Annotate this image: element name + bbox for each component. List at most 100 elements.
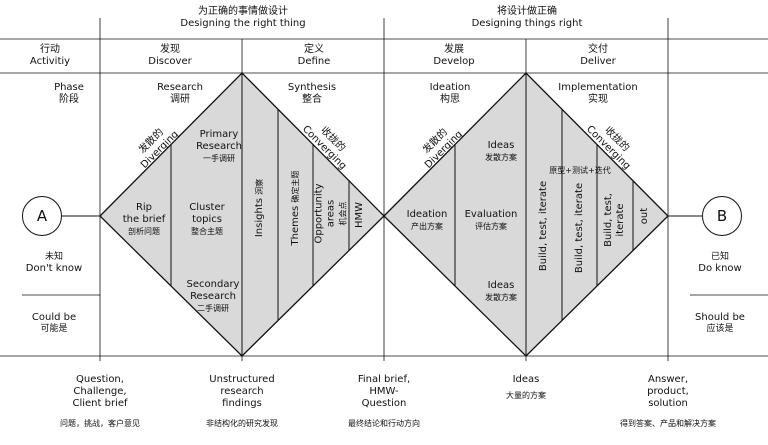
d2-evaluation-cn: 评估方案 [475,222,507,231]
stage-implementation: Implementation 实现 [548,82,648,106]
bottom-final-l2: HMW- [369,386,399,397]
d1-rip-cn: 剖析问题 [128,227,160,236]
circle-a-label: A [36,207,48,225]
column-activity-cn: 行动 [40,44,60,55]
bottom-final-l3: Question [361,398,407,409]
d1-rip-the-brief: Rip the brief 剖析问题 [116,202,172,237]
left-could-be-en: Could be [31,312,77,323]
d2-evaluation-en: Evaluation [464,209,518,220]
stage-research-cn: 调研 [170,94,190,105]
d1-insights-cn: 洞察 [255,178,264,195]
d2-ideas-top-en: Ideas [487,140,515,151]
bottom-question-l1: Question, [76,374,124,385]
d1-rip-en1: Rip [135,202,153,213]
left-could-be: Could be 可能是 [14,312,94,335]
column-discover: 发现 Discover [110,44,230,68]
d1-primary-research: Primary Research 一手调研 [184,129,254,164]
right-known-cn: 已知 [710,252,729,262]
d2-evaluation: Evaluation 评估方案 [456,209,526,232]
header-right-en: Designing things right [471,18,583,29]
bottom-question-l3: Client brief [72,398,128,409]
d1-rip-en2: the brief [122,214,166,225]
d2-ideation: Ideation 产出方案 [398,209,456,232]
bottom-answer-l3: solution [648,398,688,409]
d2-build-3: Build, test, iterate [603,182,627,258]
column-discover-en: Discover [148,56,192,67]
bottom-unstructured-l3: findings [222,398,262,409]
stage-implementation-cn: 实现 [588,94,608,105]
d1-opportunity-en2: areas [325,199,337,228]
right-should-be-cn: 应该是 [706,324,734,334]
d2-build-2: Build, test, iterate [574,172,586,284]
column-deliver-en: Deliver [580,56,616,67]
d2-ideas-bottom-cn: 发散方案 [485,293,517,302]
d1-insights-en: Insights [254,198,265,238]
d2-ideas-bottom: Ideas 发散方案 [466,280,536,303]
stage-research: Research 调研 [140,82,220,106]
header-left: 为正确的事情做设计 Designing the right thing [160,6,326,30]
bottom-ideas-l1: Ideas [512,374,540,385]
d2-ideation-cn: 产出方案 [411,222,443,231]
right-known: 已知 Do know [680,252,760,275]
stage-synthesis-en: Synthesis [287,82,337,93]
d2-build-1-en: Build, test, iterate [538,180,549,272]
header-right: 将设计做正确 Designing things right [444,6,610,30]
circle-b-label: B [716,207,728,225]
bottom-unstructured-cn: 非结构化的研究发现 [206,419,278,428]
bottom-final-cn: 最终结论和行动方向 [348,419,420,428]
d2-out-en: out [639,207,650,225]
bottom-answer-l2: product, [647,386,689,397]
bottom-question-cn: 问题，挑战，客户意见 [60,419,140,428]
d1-opportunity-cn: 机会点 [338,201,348,226]
right-should-be-en: Should be [695,312,745,323]
bottom-ideas-cn: 大量的方案 [506,391,546,400]
d1-insights: Insights 洞察 [254,160,266,256]
circle-a: A [22,196,62,236]
d1-hmw: HMW [354,195,366,235]
phase-label-en: Phase [54,82,84,93]
right-known-en: Do know [698,263,742,274]
stage-ideation-cn: 构思 [440,94,460,105]
column-activity: 行动 Activitiy [0,44,100,68]
d2-ideas-top: Ideas 发散方案 [466,140,536,163]
bottom-question: Question, Challenge, Client brief 问题，挑战，… [50,374,150,429]
d1-primary-cn: 一手调研 [203,154,235,163]
d1-cluster-topics: Cluster topics 整合主题 [172,202,242,237]
phase-label-cn: 阶段 [59,94,79,105]
d1-opportunity-en1: Opportunity [313,183,325,244]
column-define: 定义 Define [254,44,374,68]
d1-secondary-en2: Research [190,291,236,302]
bottom-unstructured-l2: research [220,386,264,397]
column-activity-en: Activitiy [29,56,71,67]
d2-build-2-en: Build, test, iterate [574,182,585,274]
column-deliver-cn: 交付 [588,44,608,55]
d1-cluster-cn: 整合主题 [191,227,223,236]
d2-prototype-cn: 原型+测试+迭代 [549,166,611,175]
d1-themes-cn: 确定主题 [291,170,300,203]
bottom-unstructured-l1: Unstructured [209,374,275,385]
bottom-final: Final brief, HMW- Question 最终结论和行动方向 [334,374,434,429]
stage-ideation-en: Ideation [429,82,471,93]
d1-cluster-en1: Cluster [189,202,225,213]
column-develop-cn: 发展 [444,44,464,55]
d1-secondary-en1: Secondary [186,279,240,290]
header-right-cn: 将设计做正确 [497,6,557,17]
column-discover-cn: 发现 [160,44,180,55]
stage-synthesis: Synthesis 整合 [272,82,352,106]
d2-prototype-label: 原型+测试+迭代 [538,165,622,176]
column-define-en: Define [297,56,331,67]
d2-ideas-bottom-en: Ideas [487,280,515,291]
bottom-answer-cn: 得到答案、产品和解决方案 [620,419,716,428]
bottom-unstructured: Unstructured research findings 非结构化的研究发现 [192,374,292,429]
bottom-question-l2: Challenge, [73,386,127,397]
header-left-cn: 为正确的事情做设计 [198,6,288,17]
left-unknown-cn: 未知 [44,252,63,262]
phase-label: Phase 阶段 [34,82,104,106]
left-unknown: 未知 Don't know [14,252,94,275]
stage-research-en: Research [157,82,203,93]
d1-themes: Themes 确定主题 [290,160,302,256]
d1-secondary-cn: 二手调研 [197,304,229,313]
column-develop-en: Develop [433,56,475,67]
